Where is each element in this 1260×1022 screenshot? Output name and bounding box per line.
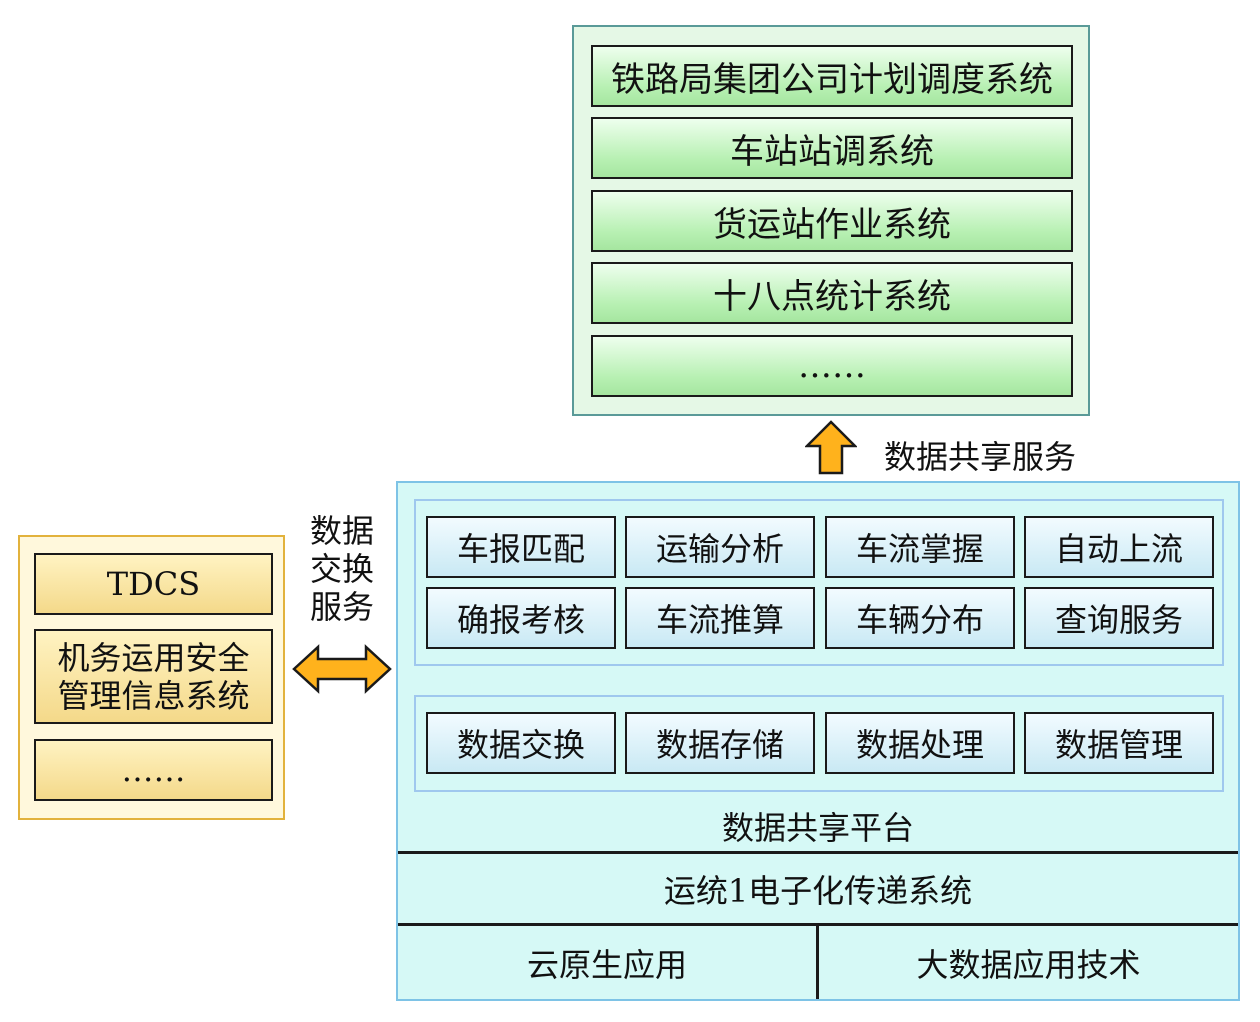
plan-system-label: ……: [798, 346, 866, 386]
divider: [398, 923, 1238, 926]
service-label: 车流推算: [655, 601, 784, 639]
service-box: 数据管理: [1024, 712, 1214, 774]
data-sharing-platform: 车报匹配 运输分析 车流掌握 自动上流 确报考核 车流推算 车辆分布 查询服务 …: [396, 481, 1240, 1001]
exchange-label-line: 数据: [309, 512, 374, 550]
platform-title: 数据共享平台: [721, 809, 914, 847]
up-arrow-icon: [805, 420, 857, 475]
service-label: 查询服务: [1054, 601, 1183, 639]
cloud-native-label: 云原生应用: [526, 945, 687, 984]
service-box: 自动上流: [1024, 516, 1214, 578]
safety-system-line-1: 机务运用安全: [57, 638, 250, 677]
service-label: 数据存储: [655, 726, 784, 764]
safety-system-line-2: 管理信息系统: [57, 676, 250, 715]
more-systems-box: ……: [34, 739, 273, 801]
service-box: 车流掌握: [825, 516, 1015, 578]
service-label: 车报匹配: [456, 530, 585, 568]
tdcs-box: TDCS: [34, 553, 273, 615]
double-arrow-icon: [292, 644, 392, 694]
service-box: 查询服务: [1024, 587, 1214, 649]
plan-system-label: 货运站作业系统: [713, 204, 951, 245]
external-systems-panel: TDCS 机务运用安全 管理信息系统 ……: [18, 535, 285, 820]
plan-systems-panel: 铁路局集团公司计划调度系统 车站站调系统 货运站作业系统 十八点统计系统 ……: [572, 25, 1090, 416]
more-systems-label: ……: [121, 751, 186, 789]
exchange-label-line: 交换: [309, 550, 374, 588]
app-services-group: 车报匹配 运输分析 车流掌握 自动上流 确报考核 车流推算 车辆分布 查询服务: [414, 499, 1224, 666]
plan-system-item: 车站站调系统: [591, 117, 1073, 179]
service-box: 车辆分布: [825, 587, 1015, 649]
service-box: 运输分析: [625, 516, 815, 578]
service-label: 自动上流: [1054, 530, 1183, 568]
service-box: 数据存储: [625, 712, 815, 774]
service-box: 数据处理: [825, 712, 1015, 774]
service-label: 数据交换: [456, 726, 585, 764]
plan-system-item: 货运站作业系统: [591, 190, 1073, 252]
tdcs-label: TDCS: [106, 565, 201, 603]
service-label: 数据管理: [1054, 726, 1183, 764]
plan-system-label: 铁路局集团公司计划调度系统: [611, 59, 1053, 100]
plan-system-item: ……: [591, 335, 1073, 397]
plan-system-label: 车站站调系统: [730, 131, 934, 172]
plan-system-item: 十八点统计系统: [591, 262, 1073, 324]
service-label: 车辆分布: [855, 601, 984, 639]
exchange-label-line: 服务: [309, 588, 374, 626]
service-label: 确报考核: [456, 601, 585, 639]
plan-system-item: 铁路局集团公司计划调度系统: [591, 45, 1073, 107]
divider: [398, 851, 1238, 854]
service-label: 车流掌握: [855, 530, 984, 568]
service-label: 数据处理: [855, 726, 984, 764]
exchange-service-label: 数据 交换 服务: [306, 512, 378, 626]
safety-system-box: 机务运用安全 管理信息系统: [34, 629, 273, 724]
service-label: 运输分析: [655, 530, 784, 568]
service-box: 车流推算: [625, 587, 815, 649]
plan-system-label: 十八点统计系统: [713, 276, 951, 317]
transfer-system-label: 运统1电子化传递系统: [663, 871, 973, 910]
sharing-service-label: 数据共享服务: [884, 438, 1077, 476]
data-services-group: 数据交换 数据存储 数据处理 数据管理: [414, 695, 1224, 792]
service-box: 确报考核: [426, 587, 616, 649]
vertical-divider: [816, 926, 819, 999]
service-box: 数据交换: [426, 712, 616, 774]
big-data-label: 大数据应用技术: [916, 945, 1141, 984]
service-box: 车报匹配: [426, 516, 616, 578]
